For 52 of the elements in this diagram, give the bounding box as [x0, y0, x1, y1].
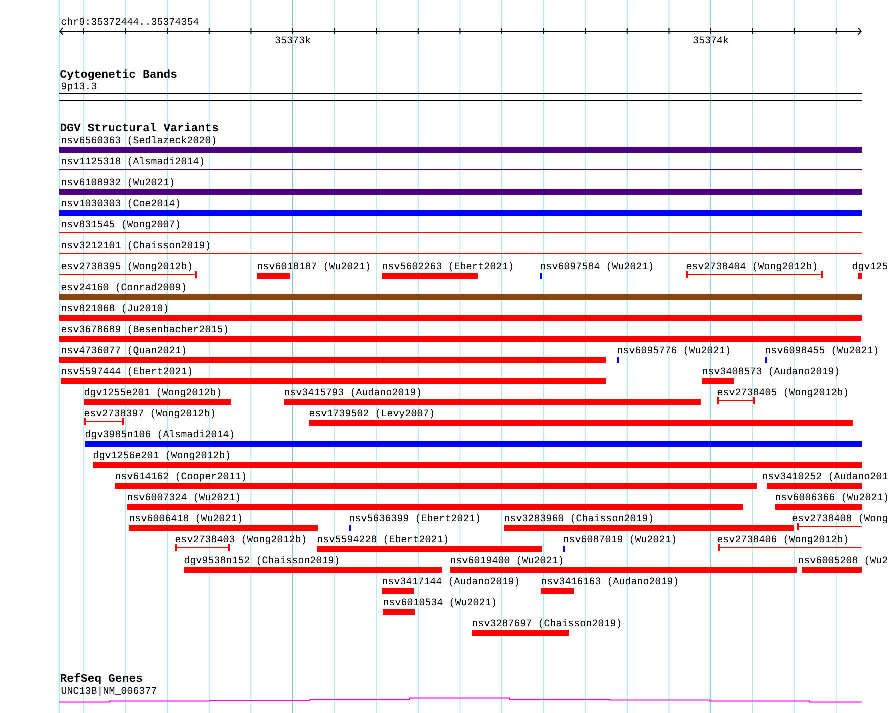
variant-label: nsv3410252 (Audano201: [763, 472, 888, 482]
variant-label: nsv3287697 (Chaisson2019): [473, 619, 621, 629]
variant-label: esv2738406 (Wong2012b): [718, 535, 848, 545]
variant-label: dgv1255e201 (Wong2012b): [84, 388, 221, 398]
variant-label: dgv125: [852, 262, 888, 272]
variant-label: nsv6095776 (Wu2021): [618, 346, 730, 356]
variant-label: nsv3283960 (Chaisson2019): [505, 514, 653, 524]
tick-label: 35374k: [694, 36, 728, 44]
variant-label: nsv4736077 (Quan2021): [62, 346, 186, 356]
variant-label: dgv3985n106 (Alsmadi2014): [86, 430, 234, 440]
gene-label: UNC13B|NM_006377: [62, 686, 156, 696]
variant-label: nsv1125318 (Alsmadi2014): [62, 157, 204, 167]
variant-label: nsv3415793 (Audano2019): [285, 388, 421, 398]
variant-label: nsv3212101 (Chaisson2019): [62, 241, 210, 251]
variant-label: nsv6108932 (Wu2021): [62, 178, 174, 188]
variant-label: nsv6098455 (Wu2021): [766, 346, 878, 356]
variant-label: nsv6007324 (Wu2021): [128, 493, 240, 503]
variant-label: nsv1030303 (Coe2014): [62, 199, 180, 209]
variant-label: nsv6010534 (Wu2021): [384, 598, 496, 608]
variant-label: nsv6006366 (Wu2021): [776, 493, 888, 503]
variant-label: esv2738397 (Wong2012b): [84, 409, 215, 419]
variant-label: nsv3416163 (Audano2019): [542, 577, 678, 587]
tick-label: 35373k: [276, 36, 310, 44]
variant-label: nsv5636399 (Ebert2021): [350, 514, 480, 524]
variant-label: esv3678689 (Besenbacher2015): [62, 325, 228, 335]
variant-label: esv2738405 (Wong2012b): [718, 388, 848, 398]
variant-label: nsv6087019 (Wu2021): [564, 535, 676, 545]
position-label: chr9:35372444..35374354: [62, 18, 199, 26]
variant-label: dgv9538n152 (Chaisson2019): [184, 556, 339, 566]
variant-label: nsv6019400 (Wu2021): [451, 556, 563, 566]
variant-label: nsv3417144 (Audano2019): [383, 577, 519, 587]
variant-label: nsv3408573 (Audano2019): [703, 367, 839, 377]
variant-label: nsv5594228 (Ebert2021): [318, 535, 448, 545]
variant-label: esv24160 (Conrad2009): [62, 283, 186, 293]
variant-label: nsv5602263 (Ebert2021): [383, 262, 513, 272]
track-title: DGV Structural Variants: [60, 123, 218, 132]
variant-label: nsv6560363 (Sedlazeck2020): [62, 136, 216, 146]
variant-label: nsv6018187 (Wu2021): [258, 262, 370, 272]
variant-label: nsv6006418 (Wu2021): [130, 514, 242, 524]
band-label: 9p13.3: [62, 82, 97, 92]
variant-label: nsv6097584 (Wu2021): [541, 262, 653, 272]
variant-label: nsv6005208 (Wu2: [799, 556, 888, 566]
variant-label: nsv614162 (Cooper2011): [116, 472, 246, 482]
variant-label: esv2738408 (Wong: [792, 514, 888, 524]
variant-label: esv2738395 (Wong2012b): [62, 262, 192, 272]
variant-label: nsv5597444 (Ebert2021): [62, 367, 192, 377]
variant-label: dgv1256e201 (Wong2012b): [94, 451, 230, 461]
variant-label: nsv831545 (Wong2007): [62, 220, 180, 230]
variant-label: nsv821068 (Ju2010): [62, 304, 168, 314]
variant-label: esv1739502 (Levy2007): [310, 409, 434, 419]
variant-label: esv2738404 (Wong2012b): [686, 262, 817, 272]
variant-label: esv2738403 (Wong2012b): [176, 535, 306, 545]
